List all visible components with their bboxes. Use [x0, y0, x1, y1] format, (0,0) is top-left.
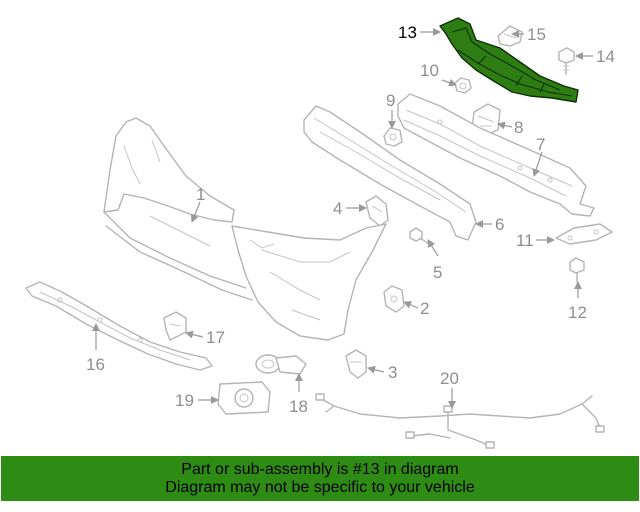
- callout-10: 10: [420, 61, 439, 80]
- callout-5: 5: [433, 263, 442, 282]
- leader-lines: [92, 28, 593, 409]
- callout-8: 8: [514, 118, 523, 137]
- info-banner: Part or sub-assembly is #13 in diagram D…: [1, 456, 639, 501]
- part-12-bolt[interactable]: [569, 257, 585, 283]
- part-6-absorber[interactable]: [303, 105, 477, 241]
- callout-16: 16: [86, 355, 105, 374]
- banner-line-2: Diagram may not be specific to your vehi…: [165, 479, 475, 496]
- part-13-bracket[interactable]: [439, 17, 579, 103]
- parts-diagram: 1 2 3 4 5 6 7 8 9 10 11 12 13 14 15 16 1…: [25, 17, 615, 449]
- callout-17: 17: [206, 328, 225, 347]
- callout-6: 6: [495, 215, 504, 234]
- part-18-sensor[interactable]: [255, 354, 307, 375]
- callout-7: 7: [536, 135, 545, 154]
- part-16-lower-panel[interactable]: [25, 281, 213, 371]
- part-11-bracket[interactable]: [555, 223, 613, 245]
- part-4-bracket[interactable]: [365, 195, 389, 227]
- callout-12: 12: [568, 303, 587, 322]
- part-9-clip[interactable]: [383, 127, 403, 147]
- part-14-bolt[interactable]: [558, 47, 575, 75]
- part-10-nut[interactable]: [454, 77, 472, 94]
- part-7-reinforcement[interactable]: [397, 93, 595, 217]
- part-15-clip[interactable]: [497, 25, 523, 47]
- callout-3: 3: [388, 363, 397, 382]
- part-1-bumper-cover[interactable]: [103, 117, 387, 341]
- part-19-sensor-holder[interactable]: [217, 381, 271, 415]
- part-5-bolt[interactable]: [409, 227, 433, 247]
- callout-1: 1: [196, 185, 205, 204]
- callout-labels: 1 2 3 4 5 6 7 8 9 10 11 12 13 14 15 16 1…: [86, 23, 615, 416]
- callout-4: 4: [333, 199, 342, 218]
- part-3-retainer[interactable]: [345, 349, 367, 379]
- callout-11: 11: [516, 231, 534, 250]
- banner-line-1: Part or sub-assembly is #13 in diagram: [181, 461, 459, 478]
- part-20-wire-harness[interactable]: [315, 393, 605, 449]
- callout-19: 19: [175, 391, 194, 410]
- part-2-retainer[interactable]: [383, 285, 405, 313]
- part-17-clip[interactable]: [163, 311, 187, 341]
- callout-9: 9: [386, 91, 395, 110]
- callout-14: 14: [596, 47, 615, 66]
- callout-18: 18: [289, 397, 308, 416]
- callout-2: 2: [420, 299, 429, 318]
- callout-13: 13: [398, 23, 417, 42]
- callout-15: 15: [527, 25, 546, 44]
- callout-20: 20: [440, 369, 459, 388]
